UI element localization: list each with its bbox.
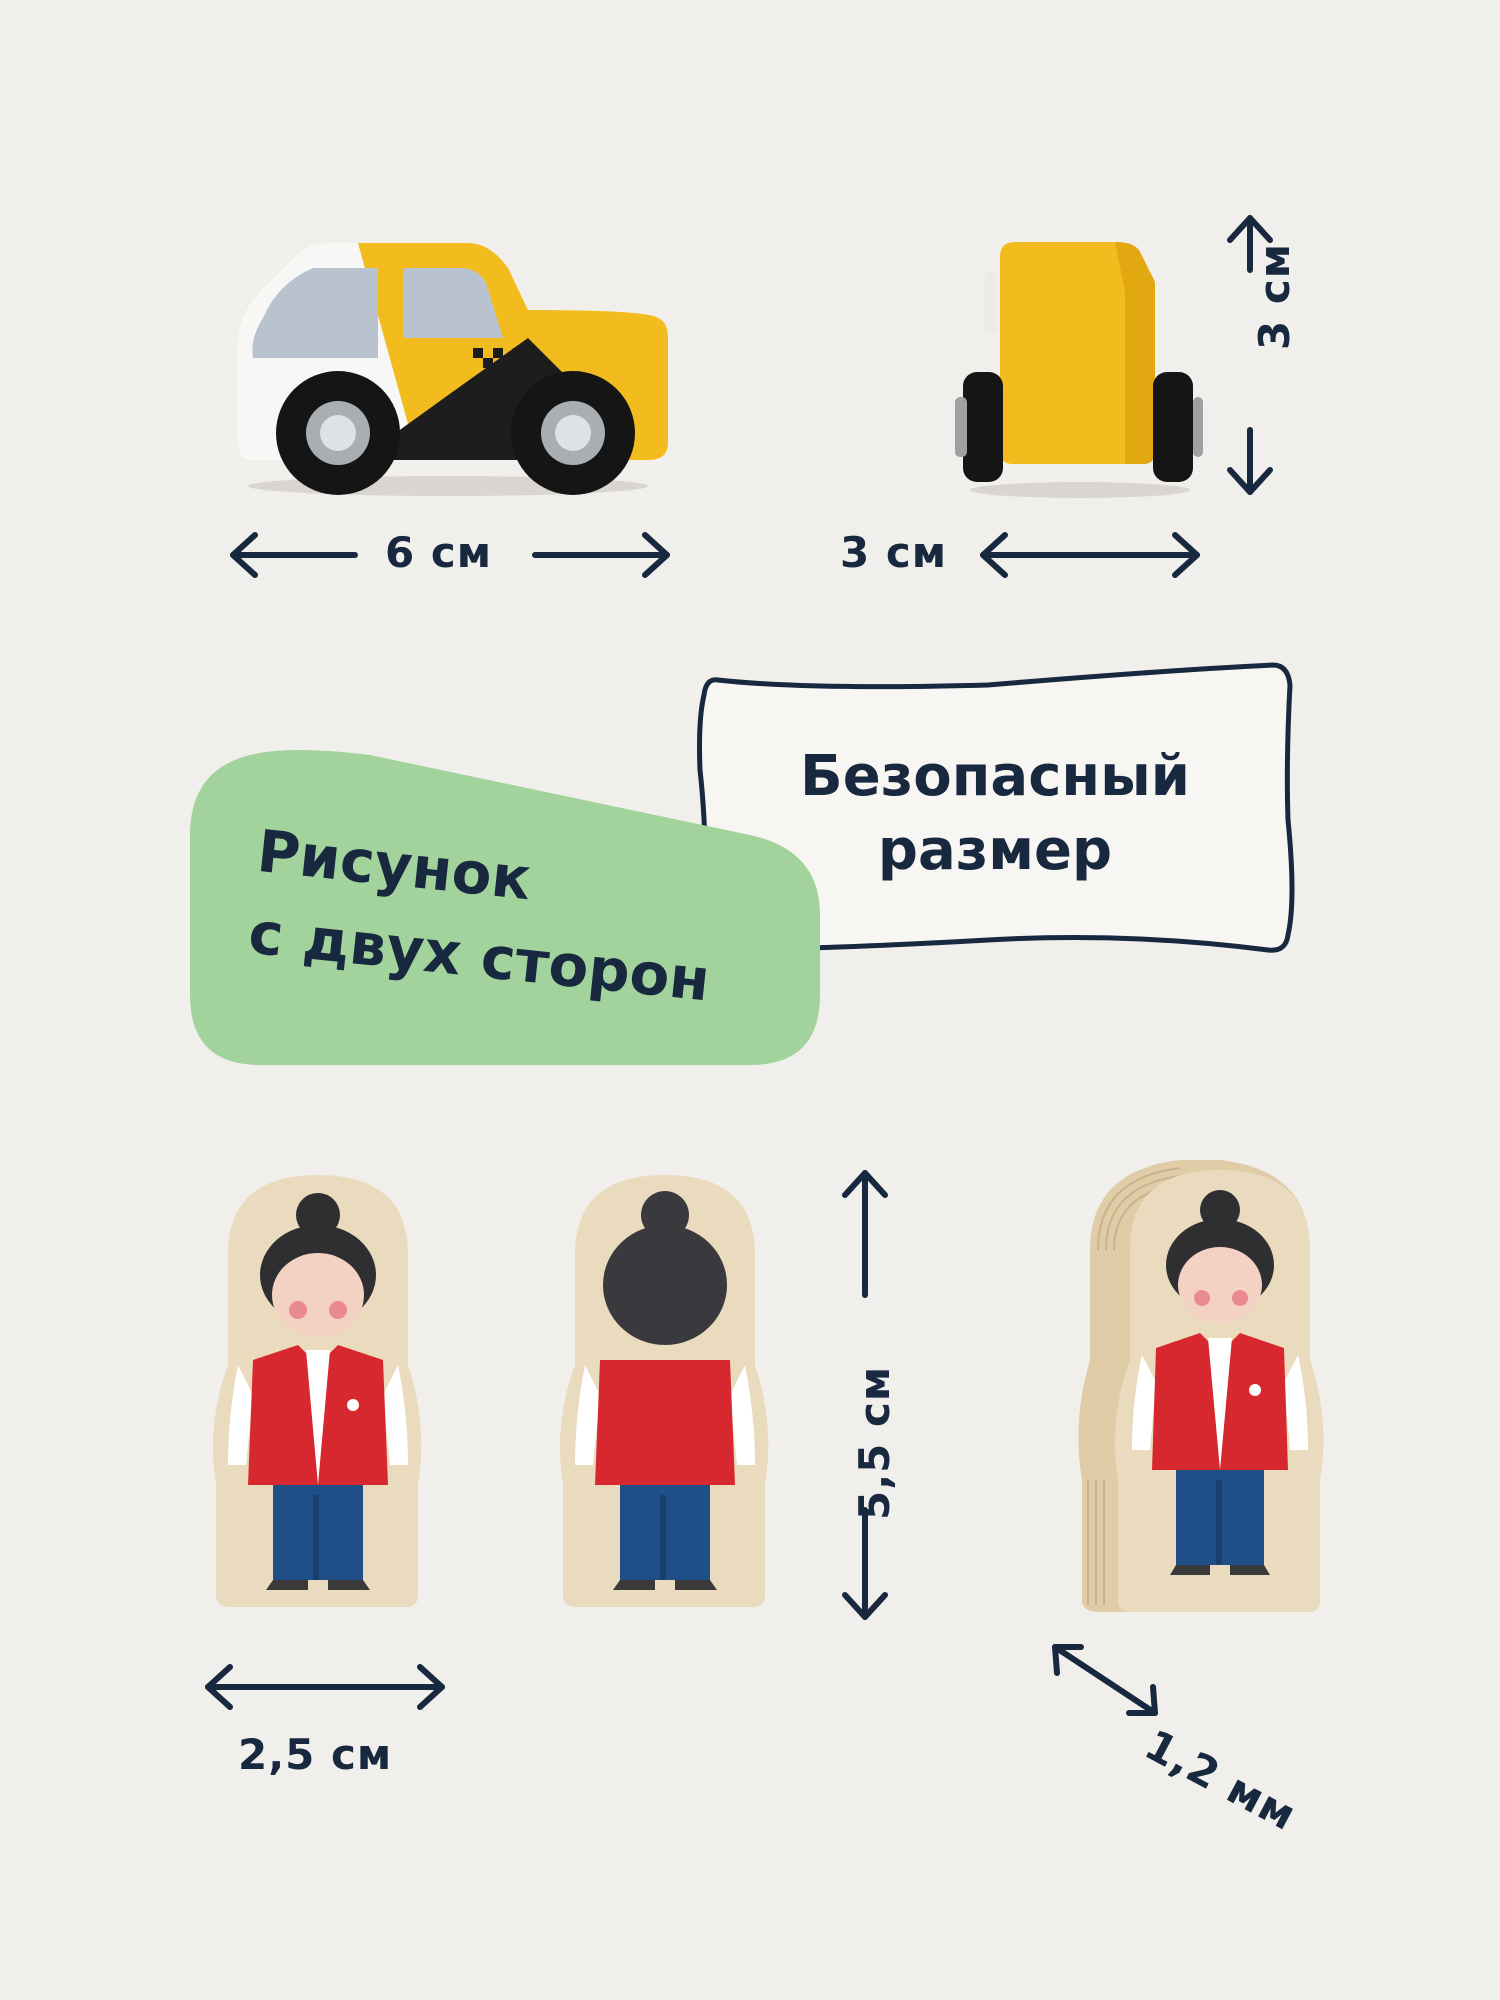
double-arrow-icon	[1052, 1644, 1158, 1716]
figure-front-photo	[212, 1175, 422, 1607]
figure-thickness-label: 1,2 мм	[1136, 1720, 1305, 1841]
figure-height-label: 5,5 см	[850, 1365, 899, 1520]
double-arrow-icon	[1227, 215, 1273, 495]
double-arrow-icon	[980, 532, 1200, 578]
safe-size-text: Безопасный размер	[800, 744, 1190, 883]
car-width-label: 3 см	[840, 528, 948, 577]
double-arrow-icon	[230, 532, 670, 578]
double-arrow-icon	[205, 1664, 445, 1710]
taxi-car-side-photo	[238, 243, 668, 496]
double-arrow-icon	[842, 1170, 888, 1620]
figure-back-photo	[559, 1175, 769, 1607]
car-length-label: 6 см	[385, 528, 493, 577]
figure-width-label: 2,5 см	[238, 1730, 393, 1779]
car-height-label: 3 см	[1250, 242, 1299, 350]
figure-stack-photo	[1078, 1160, 1324, 1612]
two-sided-print-badge	[190, 750, 820, 1065]
taxi-car-front-photo	[955, 242, 1203, 498]
